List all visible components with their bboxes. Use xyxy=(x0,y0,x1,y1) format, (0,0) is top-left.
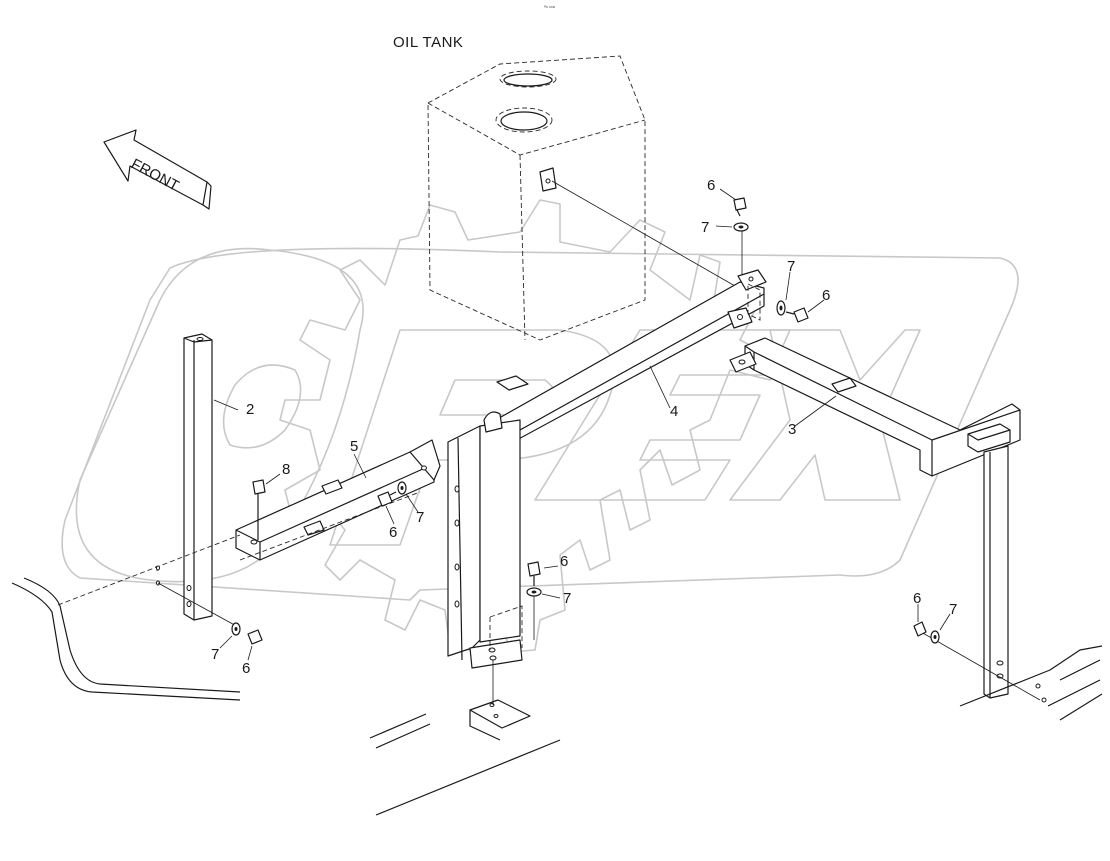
callout-part-7-rightlow: 7 xyxy=(949,601,957,618)
callout-part-7-top: 7 xyxy=(701,219,709,236)
frame-part-3 xyxy=(729,337,1021,699)
bolt-6-top xyxy=(733,197,747,217)
oil-tank-label: OIL TANK xyxy=(393,34,463,51)
post-part-2 xyxy=(183,333,213,621)
callout-part-2: 2 xyxy=(246,401,254,418)
callout-part-6-leftlow: 6 xyxy=(242,660,250,677)
frame-part-4 xyxy=(447,269,767,741)
callout-part-7-leftlow: 7 xyxy=(211,646,219,663)
bolt-6-rightlow xyxy=(913,621,927,637)
callout-part-6-top: 6 xyxy=(707,177,715,194)
washer-7-leftlow xyxy=(231,622,241,636)
bolt-6-center xyxy=(527,561,541,586)
callout-part-6-center: 6 xyxy=(560,553,568,570)
callout-part-7-right: 7 xyxy=(787,258,795,275)
callout-part-7-center: 7 xyxy=(563,590,571,607)
watermark-gear-icon xyxy=(279,199,781,653)
bolt-8 xyxy=(252,479,266,540)
washer-7-center xyxy=(526,587,542,640)
alignment-line xyxy=(551,180,743,291)
washer-7-rightlow xyxy=(930,630,940,644)
front-arrow-icon: FRONT xyxy=(103,129,212,210)
bracket-part-5 xyxy=(235,439,441,561)
callout-part-5: 5 xyxy=(350,438,358,455)
washer-7-top xyxy=(733,222,749,232)
body-outline xyxy=(11,491,1103,816)
oil-tank-phantom xyxy=(427,55,646,341)
callout-part-4: 4 xyxy=(670,403,678,420)
callout-part-7-bracket: 7 xyxy=(416,509,424,526)
callout-part-6-rightlow: 6 xyxy=(913,590,921,607)
leader-lines xyxy=(213,188,951,661)
washer-7-right xyxy=(776,300,786,316)
callout-part-8: 8 xyxy=(282,461,290,478)
callout-part-6-right: 6 xyxy=(822,287,830,304)
washer-7-bracket xyxy=(397,481,407,495)
bolt-6-bracket xyxy=(377,491,397,507)
callout-part-3: 3 xyxy=(788,421,796,438)
bolt-6-leftlow xyxy=(247,629,263,645)
bolt-6-right xyxy=(785,307,809,323)
header-mark: ⁰ˢ ᵒᵒᵃ xyxy=(544,5,555,11)
callout-part-6-bracket: 6 xyxy=(389,524,397,541)
